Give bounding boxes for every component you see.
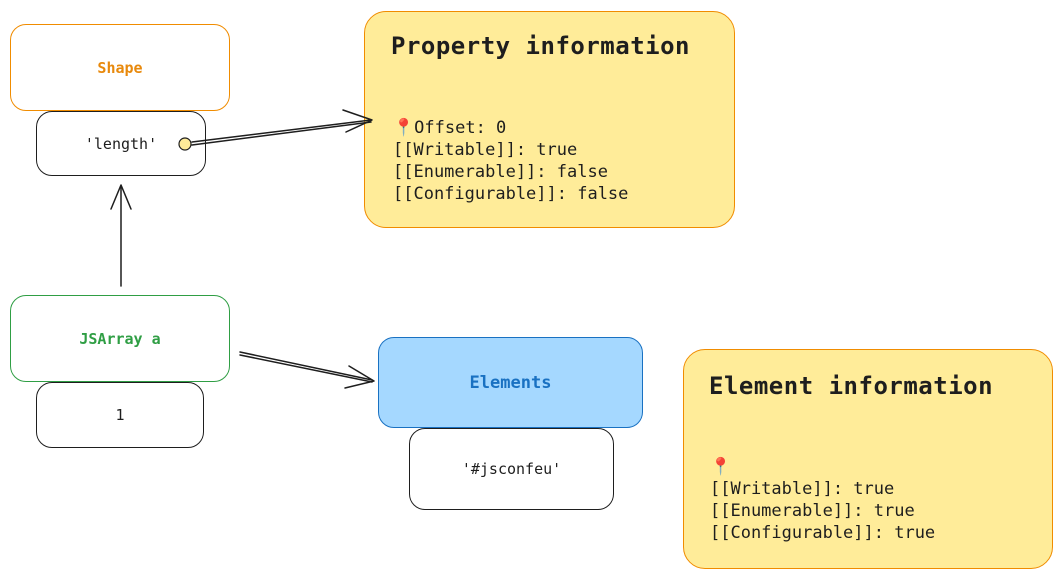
elements-label: Elements <box>469 372 552 393</box>
property-line-enumerable: [[Enumerable]]: false <box>393 162 608 182</box>
shape-label: Shape <box>97 58 143 77</box>
property-line-configurable: [[Configurable]]: false <box>393 184 629 204</box>
jsarray-label: JSArray a <box>79 329 161 348</box>
length-value-node: 1 <box>36 382 204 448</box>
element-line-configurable: [[Configurable]]: true <box>710 523 936 543</box>
property-information-lines: 📍Offset: 0[[Writable]]: true[[Enumerable… <box>393 117 628 205</box>
shape-node: Shape <box>10 24 230 111</box>
jsarray-to-shape-arrow <box>110 184 132 287</box>
element-line-enumerable: [[Enumerable]]: true <box>710 501 915 521</box>
elements-node: Elements <box>378 337 643 428</box>
element-information-title: Element information <box>709 372 994 400</box>
property-line-offset: 📍Offset: 0 <box>393 118 507 138</box>
length-value-label: 1 <box>115 406 125 424</box>
jsarray-to-elements-arrow <box>239 351 375 389</box>
property-information-note: Property information 📍Offset: 0[[Writabl… <box>364 11 735 228</box>
element-line-writable: [[Writable]]: true <box>710 479 895 499</box>
property-information-title: Property information <box>391 32 690 60</box>
jsarray-node: JSArray a <box>10 295 230 382</box>
length-key-node: 'length' <box>36 111 206 176</box>
length-to-property-info-arrow <box>191 109 373 146</box>
length-key-label: 'length' <box>84 134 158 153</box>
element-value-node: '#jsconfeu' <box>409 428 614 510</box>
element-information-lines: 📍[[Writable]]: true[[Enumerable]]: true[… <box>710 456 935 544</box>
property-slot-dot-icon <box>178 137 192 151</box>
element-value-label: '#jsconfeu' <box>461 460 562 478</box>
property-line-writable: [[Writable]]: true <box>393 140 578 160</box>
element-information-note: Element information 📍[[Writable]]: true[… <box>683 349 1053 569</box>
element-line-pin: 📍 <box>710 457 732 477</box>
